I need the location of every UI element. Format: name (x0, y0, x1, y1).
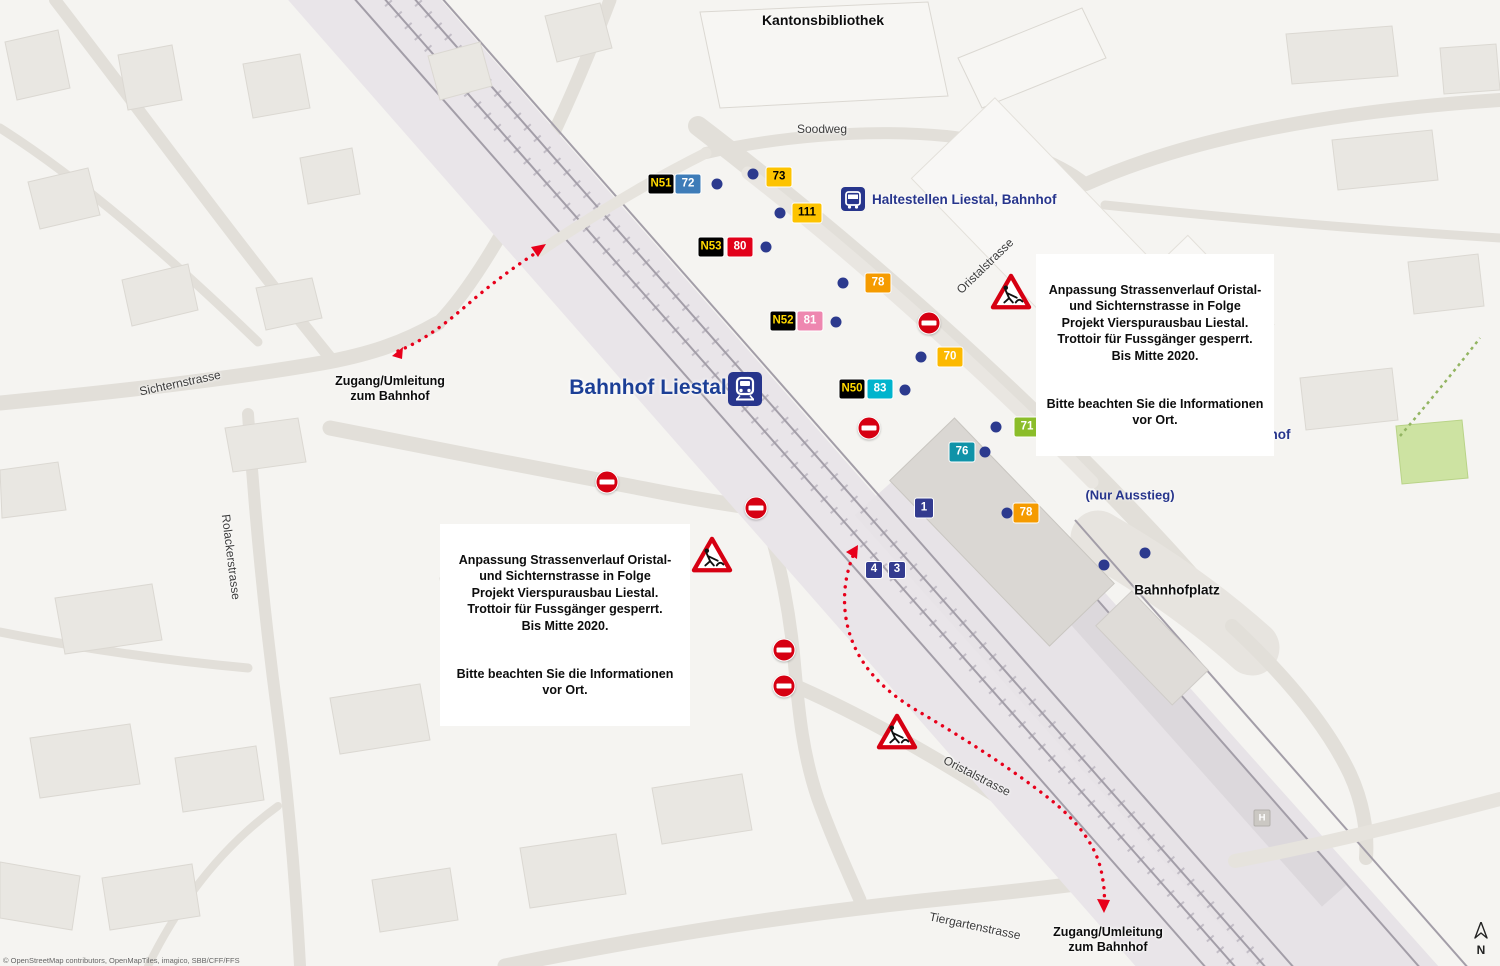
green-area (1395, 337, 1481, 485)
bus-stop-dot (979, 446, 991, 458)
bus-stop-dot (1139, 547, 1151, 559)
bus-line-badge-71: 71 (1013, 416, 1041, 438)
bus-line-badge-70: 70 (936, 346, 964, 368)
bus-stop-dot (830, 316, 842, 328)
construction-sign (876, 713, 918, 751)
bus-stop-dot (747, 168, 759, 180)
station-building (889, 417, 1115, 647)
detour-arrowheads (392, 244, 1110, 913)
bus-stop-dot (760, 241, 772, 253)
bus-line-badge-80: 80 (726, 236, 754, 258)
no-entry-sign (917, 311, 941, 335)
detour-route-dotted (396, 245, 1107, 911)
no-entry-sign (772, 674, 796, 698)
bus-stop-dot (990, 421, 1002, 433)
no-entry-sign (857, 416, 881, 440)
buildings (0, 1, 1500, 933)
bus-stop-dot (711, 178, 723, 190)
bus-line-badge-111: 111 (791, 202, 823, 224)
bus-line-badge-72: 72 (674, 173, 702, 195)
bus-line-badge-78: 78 (864, 272, 892, 294)
bus-stop-dot (1098, 559, 1110, 571)
bus-line-badge-N53: N53 (697, 236, 725, 258)
bus-line-badge-3: 3 (888, 561, 906, 579)
road-rolackerstrasse (242, 408, 306, 966)
bus-line-badge-83: 83 (866, 378, 894, 400)
bus-stop-dot (899, 384, 911, 396)
bus-stop-dot (1001, 507, 1013, 519)
bus-stop-dot (774, 207, 786, 219)
bus-line-badge-N50: N50 (838, 378, 866, 400)
road-sichternstrasse (0, 315, 446, 411)
bus-line-badge-N52: N52 (769, 310, 797, 332)
bus-line-badge-4: 4 (865, 561, 883, 579)
bus-line-badge-73: 73 (765, 166, 793, 188)
no-entry-sign (772, 638, 796, 662)
bus-line-badge-81: 81 (796, 310, 824, 332)
bus-line-badge-1: 1 (914, 497, 934, 519)
construction-sign (691, 536, 733, 574)
bus-stop-dot (837, 277, 849, 289)
construction-sign (990, 273, 1032, 311)
bus-line-badge-N51: N51 (647, 173, 675, 195)
no-entry-sign (744, 496, 768, 520)
bus-line-badge-76: 76 (948, 441, 976, 463)
bus-stop-dot (915, 351, 927, 363)
detour-route-south (842, 547, 1107, 911)
bus-line-badge-78: 78 (1012, 502, 1040, 524)
railway-crossing-roads (534, 147, 1500, 868)
no-entry-sign (595, 470, 619, 494)
h-stop-sign: H (1253, 809, 1271, 827)
